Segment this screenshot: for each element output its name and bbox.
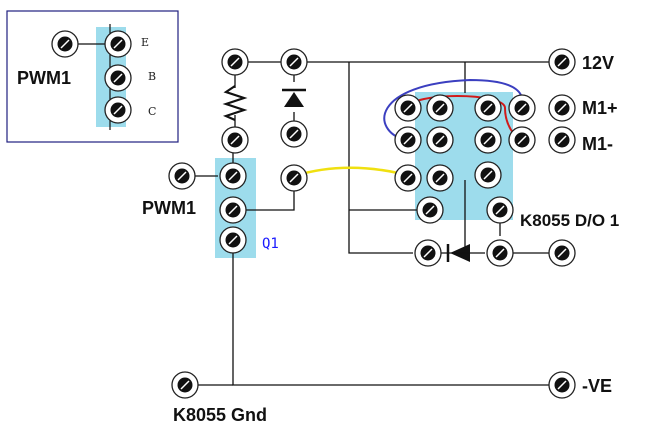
negative-label: -VE — [582, 376, 612, 396]
screw-terminal-11 — [219, 196, 247, 224]
screw-terminal-5 — [280, 48, 308, 76]
screw-terminal-30 — [486, 239, 514, 267]
screw-terminal-0 — [51, 30, 79, 58]
pwm-label: PWM1 — [142, 198, 196, 218]
screw-terminal-18 — [548, 94, 576, 122]
blue-wire — [383, 78, 524, 141]
screw-terminal-31 — [548, 239, 576, 267]
screw-terminal-22 — [508, 126, 536, 154]
screw-terminal-32 — [171, 371, 199, 399]
screw-terminal-15 — [426, 94, 454, 122]
motor-minus-label: M1- — [582, 134, 613, 154]
screw-terminal-4 — [221, 48, 249, 76]
screw-terminal-29 — [414, 239, 442, 267]
screw-terminal-12 — [280, 164, 308, 192]
supply-label: 12V — [582, 53, 614, 73]
inset-pwm-label: PWM1 — [17, 68, 71, 88]
screw-terminal-19 — [394, 126, 422, 154]
screw-terminal-8 — [280, 120, 308, 148]
inset-pin-c: C — [148, 105, 156, 118]
screw-terminal-17 — [508, 94, 536, 122]
inset-pin-b: B — [148, 70, 156, 83]
screw-terminal-26 — [474, 161, 502, 189]
screw-terminal-25 — [426, 164, 454, 192]
screw-terminal-27 — [416, 196, 444, 224]
screw-terminal-20 — [426, 126, 454, 154]
screw-terminal-6 — [548, 48, 576, 76]
screw-terminal-33 — [548, 371, 576, 399]
screw-terminal-9 — [168, 162, 196, 190]
screw-terminal-24 — [394, 164, 422, 192]
screw-terminal-28 — [486, 196, 514, 224]
resistor-zigzag — [222, 85, 248, 122]
yellow-wire — [293, 166, 411, 178]
screw-terminal-7 — [221, 126, 249, 154]
relay-board-label: K8055 D/O 1 — [520, 211, 619, 230]
screw-terminal-16 — [474, 94, 502, 122]
screw-terminal-13 — [219, 226, 247, 254]
motor-plus-label: M1+ — [582, 98, 618, 118]
screw-terminal-21 — [474, 126, 502, 154]
screw-terminal-1 — [104, 30, 132, 58]
diode-lower — [440, 244, 485, 262]
ground-label: K8055 Gnd — [173, 405, 267, 425]
screw-terminal-14 — [394, 94, 422, 122]
diode-upper — [282, 88, 306, 107]
screw-terminal-23 — [548, 126, 576, 154]
inset-pin-e: E — [141, 36, 149, 49]
transistor-label: Q1 — [262, 236, 279, 252]
terminal-group — [51, 30, 576, 399]
screw-terminal-2 — [104, 64, 132, 92]
screw-terminal-10 — [219, 162, 247, 190]
screw-terminal-3 — [104, 96, 132, 124]
